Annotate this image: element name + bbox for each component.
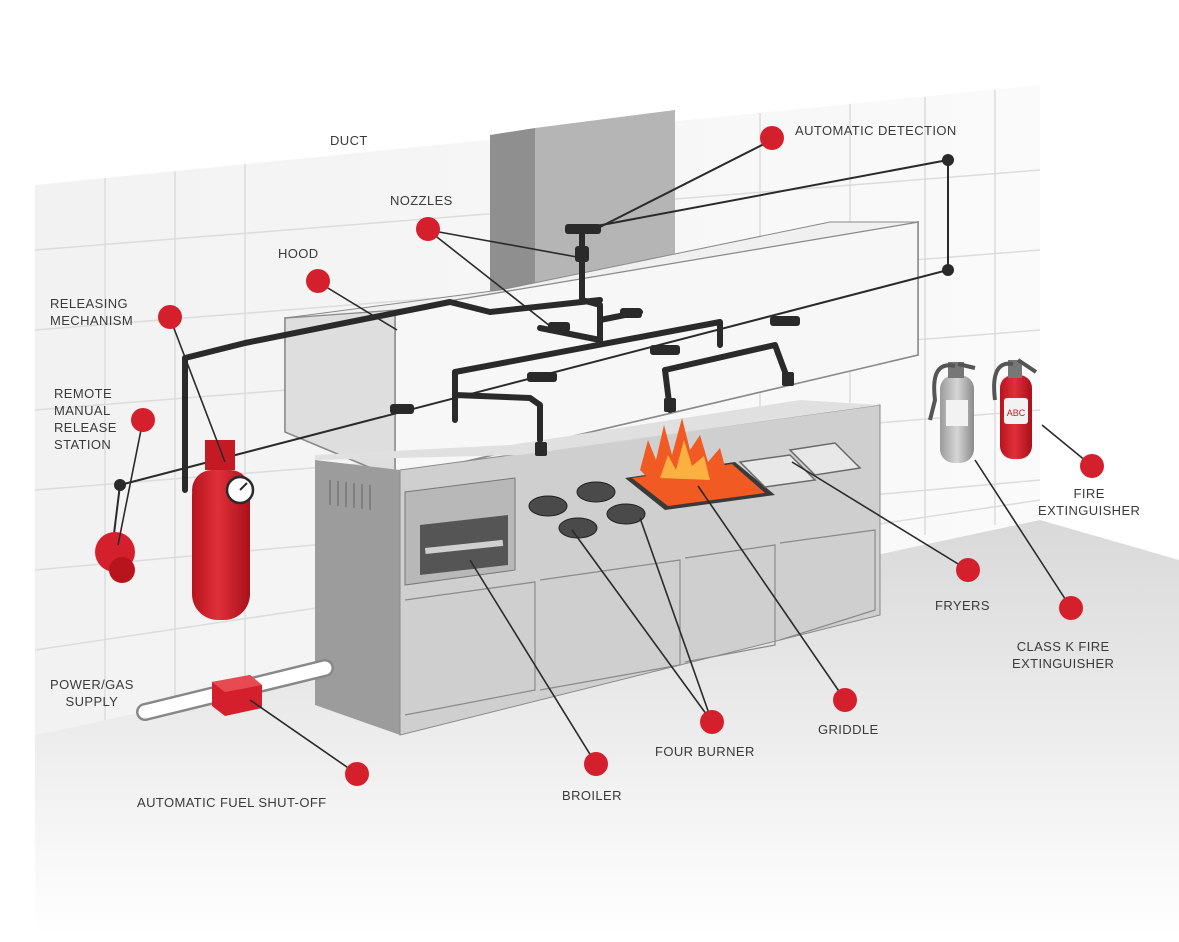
nozzle-fittings xyxy=(390,224,800,456)
callout-dot-hood xyxy=(306,269,330,293)
label-griddle: GRIDDLE xyxy=(818,722,879,737)
duct xyxy=(490,110,675,300)
label-broiler: BROILER xyxy=(562,788,622,803)
callout-dot-fire-extinguisher xyxy=(1080,454,1104,478)
label-nozzles: NOZZLES xyxy=(390,193,453,208)
label-automatic-fuel-shutoff: AUTOMATIC FUEL SHUT-OFF xyxy=(137,795,327,810)
cooking-line xyxy=(315,400,881,736)
abc-badge: ABC xyxy=(1007,408,1026,418)
detection-cable xyxy=(119,139,949,486)
label-four-burner: FOUR BURNER xyxy=(655,744,755,759)
callout-dot-remote-release xyxy=(131,408,155,432)
callout-dot-fuel-shutoff xyxy=(345,762,369,786)
fryer-unit xyxy=(738,442,862,488)
extinguisher-icon xyxy=(992,358,1038,459)
label-class-k-fire-extinguisher: CLASS K FIRE EXTINGUISHER xyxy=(1012,639,1115,671)
label-remote-manual-release-station: REMOTE MANUAL RELEASE STATION xyxy=(54,386,117,452)
label-power-gas-supply: POWER/GAS SUPPLY xyxy=(50,677,134,709)
callout-leaders xyxy=(117,229,1093,775)
label-automatic-detection: AUTOMATIC DETECTION xyxy=(795,123,957,138)
callout-dots xyxy=(131,126,1104,786)
callout-dot-class-k xyxy=(1059,596,1083,620)
label-fryers: FRYERS xyxy=(935,598,990,613)
callout-dot-griddle xyxy=(833,688,857,712)
floor xyxy=(35,520,1179,937)
callout-dot-releasing-mechanism xyxy=(158,305,182,329)
fuel-shutoff-valve xyxy=(212,675,262,716)
callout-dot-broiler xyxy=(584,752,608,776)
callout-dot-four-burner xyxy=(700,710,724,734)
flame-icon xyxy=(640,418,728,490)
remote-manual-release-station xyxy=(95,484,135,583)
callout-dot-automatic-detection xyxy=(760,126,784,150)
label-duct: DUCT xyxy=(330,133,368,148)
label-hood: HOOD xyxy=(278,246,319,261)
callout-dot-fryers xyxy=(956,558,980,582)
label-fire-extinguisher: FIRE EXTINGUISHER xyxy=(1038,486,1141,518)
callout-dot-nozzles xyxy=(416,217,440,241)
extinguisher-icon xyxy=(928,362,976,463)
four-burner-unit xyxy=(528,481,646,539)
label-releasing-mechanism: RELEASING MECHANISM xyxy=(50,296,134,328)
pressure-gauge-icon xyxy=(225,475,255,505)
